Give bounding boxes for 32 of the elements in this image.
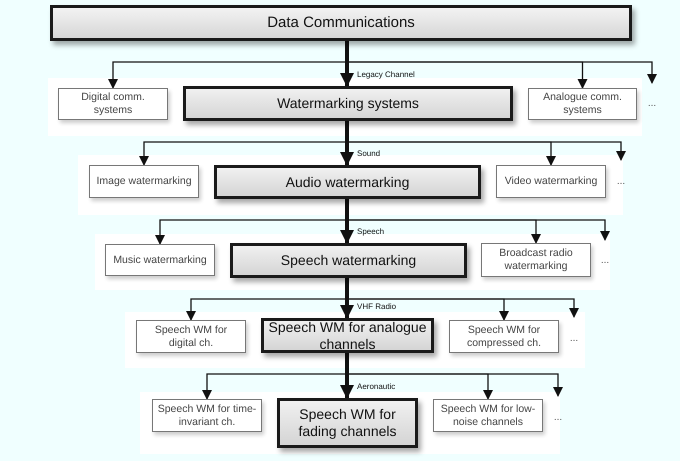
- thick-arrow: [340, 121, 354, 166]
- thick-arrow: [340, 41, 354, 87]
- thick-arrow: [340, 353, 354, 399]
- process-box: Speech watermarking: [230, 243, 467, 278]
- category-box: Broadcast radio watermarking: [481, 243, 591, 277]
- category-box: Speech WM for compressed ch.: [449, 320, 559, 353]
- category-box: Music watermarking: [105, 244, 215, 276]
- process-box: Audio watermarking: [214, 165, 481, 199]
- category-box: Video watermarking: [496, 165, 606, 198]
- title-box: Data Communications: [50, 5, 632, 41]
- category-box: Digital comm. systems: [58, 88, 168, 120]
- arrow: [346, 41, 657, 84]
- thick-arrow: [340, 199, 354, 244]
- edge-label: VHF Radio: [357, 302, 396, 312]
- category-box: Speech WM for digital ch.: [136, 320, 246, 353]
- ellipsis-text: ...: [564, 317, 584, 359]
- process-box: Speech WM for analogue channels: [261, 318, 434, 353]
- edge-label: Speech: [357, 227, 384, 237]
- category-box: Speech WM for low-noise channels: [433, 399, 543, 432]
- ellipsis-text: ...: [642, 83, 662, 123]
- process-box: Speech WM for fading channels: [277, 398, 418, 448]
- ellipsis-text: ...: [548, 396, 568, 438]
- process-box: Watermarking systems: [183, 86, 513, 121]
- ellipsis-text: ...: [595, 240, 615, 280]
- edge-label: Legacy Channel: [357, 70, 415, 80]
- category-box: Analogue comm. systems: [528, 88, 637, 120]
- ellipsis-text: ...: [611, 160, 631, 202]
- edge-label: Aeronautic: [357, 382, 396, 392]
- edge-label: Sound: [357, 149, 380, 159]
- category-box: Image watermarking: [89, 165, 199, 198]
- thick-arrow: [340, 278, 354, 319]
- category-box: Speech WM for time-invariant ch.: [152, 399, 262, 432]
